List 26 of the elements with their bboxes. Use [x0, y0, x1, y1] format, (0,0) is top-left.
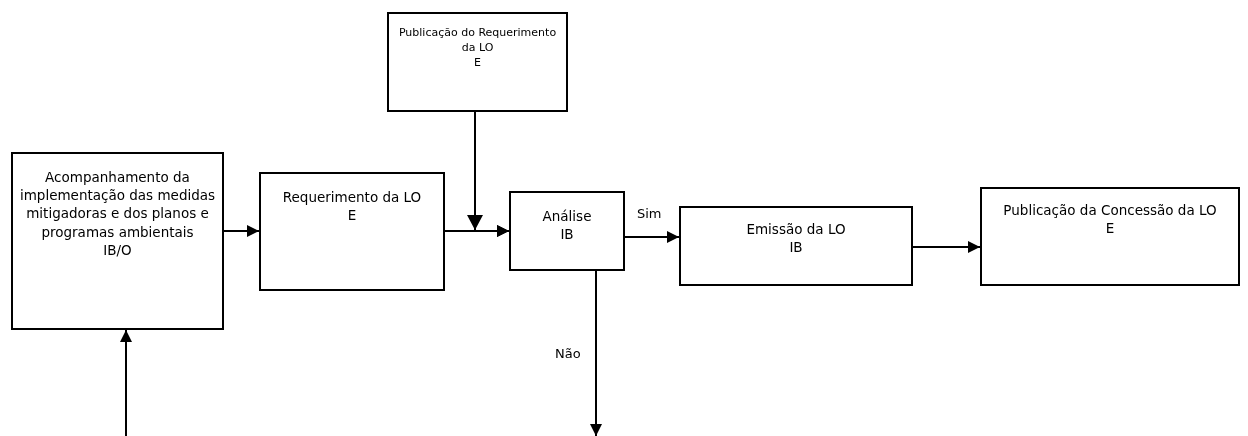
process-box [259, 172, 445, 291]
process-box [11, 152, 224, 330]
box-text: E [346, 206, 358, 225]
box-text: Publicação da Concessão da LO [1002, 201, 1218, 220]
arrow [912, 241, 981, 253]
process-box [387, 12, 568, 112]
box-text: Publicação do Requerimento da LO [397, 26, 558, 56]
box-text: Análise [541, 207, 593, 226]
box-text: Emissão da LO [745, 220, 847, 239]
arrow [624, 231, 680, 243]
edge-label: Sim [635, 206, 664, 221]
box-text: IB/O [102, 240, 133, 260]
process-box [509, 191, 625, 271]
box-text: Acompanhamento da implementação das medidas mitigadoras e dos planos e programas ambientais [18, 168, 217, 241]
box-text: E [1104, 219, 1116, 238]
process-box [980, 187, 1240, 286]
arrow [120, 329, 132, 436]
arrow [223, 225, 260, 237]
box-text: Requerimento da LO [281, 188, 423, 207]
box-text: IB [788, 238, 804, 257]
box-text: IB [559, 225, 575, 244]
arrow [590, 270, 602, 436]
arrow [467, 111, 510, 237]
box-text: E [473, 55, 482, 71]
edge-label: Não [553, 346, 583, 361]
process-box [679, 206, 913, 286]
